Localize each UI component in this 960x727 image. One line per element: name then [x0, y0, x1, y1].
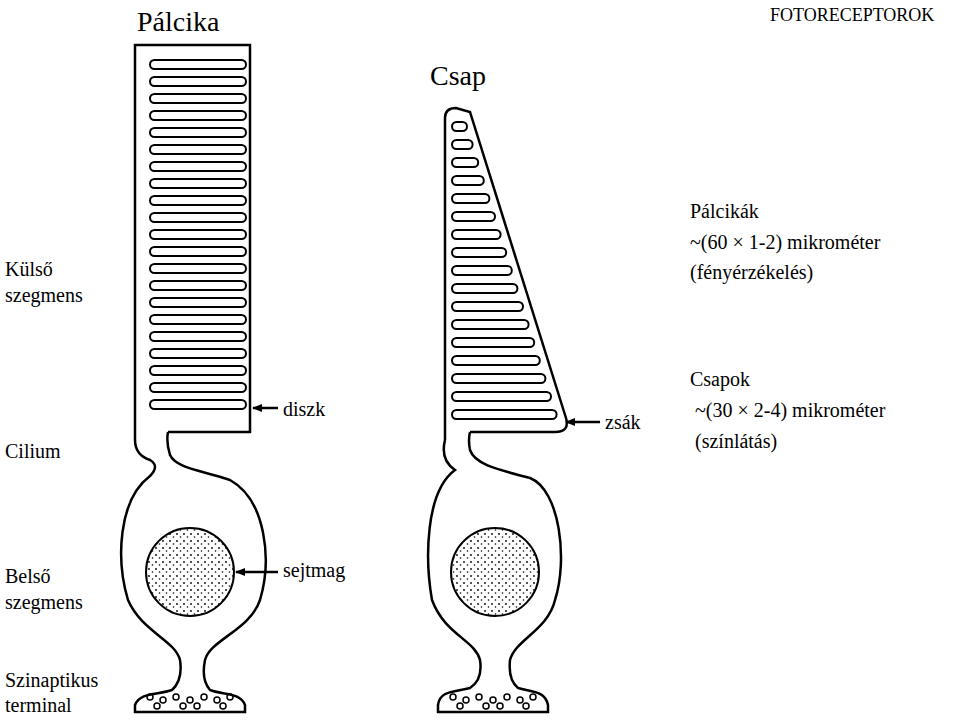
cone-fold — [452, 374, 545, 383]
cone-fold — [452, 194, 489, 203]
rod-disc — [150, 315, 246, 324]
leader-arrow — [236, 571, 278, 574]
synaptic-vesicle — [154, 703, 160, 709]
synaptic-vesicle — [457, 703, 463, 709]
cone-fold — [452, 320, 529, 329]
synaptic-vesicle — [504, 694, 510, 700]
rod-disc — [150, 145, 246, 154]
cone-fold — [452, 230, 501, 239]
synaptic-vesicle — [173, 694, 179, 700]
synaptic-vesicle — [147, 694, 153, 700]
rod-disc — [150, 111, 246, 120]
cell-heading: Pálcika — [137, 4, 219, 40]
synaptic-vesicle — [214, 697, 220, 703]
synaptic-vesicle — [450, 694, 456, 700]
diagram-title: FOTORECEPTOROK — [770, 4, 934, 27]
synaptic-vesicle — [483, 703, 489, 709]
cone-folds — [452, 122, 557, 419]
rod-disc — [150, 281, 246, 290]
cone-fold — [452, 284, 517, 293]
rod-disc — [150, 264, 246, 273]
cone-fold — [452, 356, 540, 365]
note-text: Pálcikák — [690, 198, 759, 224]
cone-fold — [452, 410, 557, 419]
synaptic-vesicle — [194, 703, 200, 709]
leader-arrow — [566, 421, 600, 424]
cone-outer-segment — [445, 108, 567, 440]
rod-disc — [150, 196, 246, 205]
rod-disc — [150, 366, 246, 375]
cone-fold — [452, 158, 478, 167]
cone-fold — [452, 392, 551, 401]
cone-nucleus — [451, 528, 539, 616]
synaptic-vesicle — [201, 694, 207, 700]
synaptic-vesicle — [463, 697, 469, 703]
rod-outer-segment — [135, 45, 250, 440]
leader-arrow — [253, 407, 278, 410]
note-text: ~(60 × 1-2) mikrométer — [690, 229, 880, 255]
synaptic-vesicle — [497, 703, 503, 709]
note-text: (fényérzékelés) — [690, 259, 813, 285]
part-label: Szinaptikus terminal — [5, 668, 135, 718]
cell-heading: Csap — [430, 58, 486, 94]
rod-disc — [150, 128, 246, 137]
cone-vesicles — [450, 694, 536, 709]
cone-fold — [452, 176, 484, 185]
cone-fold — [452, 212, 495, 221]
rod-disc — [150, 400, 246, 409]
rod-discs — [150, 60, 246, 409]
synaptic-vesicle — [517, 697, 523, 703]
synaptic-vesicle — [180, 703, 186, 709]
cone-fold — [452, 338, 534, 347]
part-label: zsák — [605, 409, 641, 435]
synaptic-vesicle — [220, 703, 226, 709]
rod-disc — [150, 179, 246, 188]
rod-disc — [150, 213, 246, 222]
rod-disc — [150, 230, 246, 239]
cone-fold — [452, 302, 523, 311]
part-label: sejtmag — [283, 557, 345, 583]
synaptic-vesicle — [490, 697, 496, 703]
synaptic-vesicle — [523, 703, 529, 709]
rod-cell — [121, 45, 265, 712]
cone-cell — [428, 108, 567, 712]
part-label: Cilium — [5, 438, 61, 464]
rod-disc — [150, 77, 246, 86]
rod-disc — [150, 60, 246, 69]
cone-fold — [452, 266, 512, 275]
rod-vesicles — [147, 694, 233, 709]
part-label: Külső szegmens — [5, 256, 115, 308]
synaptic-vesicle — [476, 694, 482, 700]
cone-inner-segment — [428, 432, 561, 712]
rod-disc — [150, 383, 246, 392]
rod-disc — [150, 332, 246, 341]
note-text: Csapok — [690, 366, 750, 392]
synaptic-vesicle — [160, 697, 166, 703]
rod-disc — [150, 349, 246, 358]
part-label: Belső szegmens — [5, 563, 115, 615]
note-text: (színlátás) — [695, 428, 777, 454]
cone-fold — [452, 122, 467, 131]
synaptic-vesicle — [227, 694, 233, 700]
rod-disc — [150, 298, 246, 307]
rod-disc — [150, 94, 246, 103]
part-label: diszk — [283, 396, 325, 422]
rod-disc — [150, 162, 246, 171]
rod-disc — [150, 247, 246, 256]
cone-fold — [452, 248, 506, 257]
note-text: ~(30 × 2-4) mikrométer — [695, 397, 885, 423]
synaptic-vesicle — [187, 697, 193, 703]
cone-fold — [452, 140, 473, 149]
synaptic-vesicle — [530, 694, 536, 700]
rod-nucleus — [146, 528, 234, 616]
